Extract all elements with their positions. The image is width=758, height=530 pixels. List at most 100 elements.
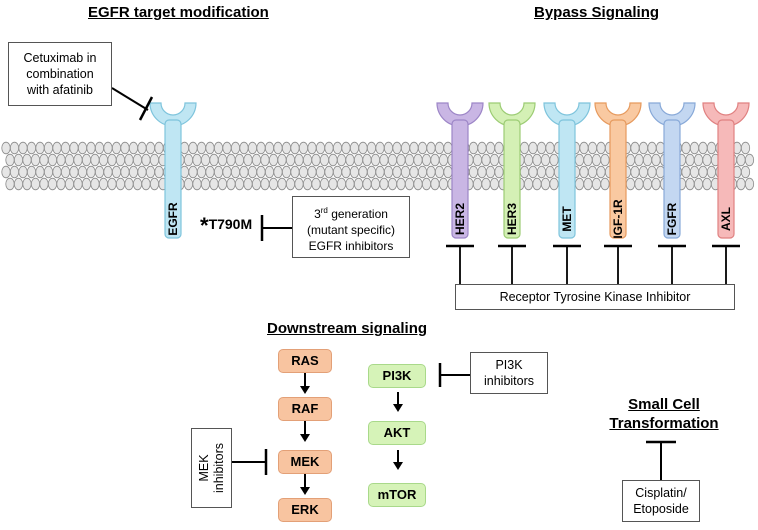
lipid-head [111, 165, 122, 179]
third-gen-sup: rd [320, 206, 328, 215]
lipid-head [188, 141, 198, 155]
lipid-head [413, 153, 423, 167]
lipid-head [145, 141, 156, 155]
lipid-head [98, 177, 109, 191]
lipid-head [689, 165, 700, 179]
egfr-stem [164, 119, 182, 239]
lipid-head [647, 141, 657, 155]
lipid-head [698, 141, 708, 155]
lipid-head [362, 177, 372, 191]
pi3k-inhibitors-box: PI3K inhibitors [470, 352, 548, 394]
lipid-head [532, 177, 542, 191]
lipid-head [192, 153, 202, 167]
title-small-cell-transformation: Small Cell Transformation [604, 396, 724, 432]
lipid-head [328, 177, 338, 191]
lipid-head [311, 177, 321, 191]
lipid-head [549, 153, 559, 167]
lipid-head [5, 177, 15, 191]
lipid-head [132, 153, 143, 167]
lipid-head [137, 165, 147, 179]
lipid-head [404, 177, 415, 191]
lipid-head [226, 153, 236, 167]
egfr-receptor [149, 102, 197, 239]
rtki-inhibition-lines [446, 244, 740, 284]
lipid-head [409, 165, 419, 179]
lipid-head [73, 153, 83, 167]
lipid-head [90, 177, 100, 191]
lipid-head [536, 165, 547, 179]
mek-inh-line1: MEK [196, 454, 211, 482]
pi3k-inh-line2: inhibitors [483, 374, 535, 388]
lipid-head [200, 177, 211, 191]
lipid-head [217, 177, 228, 191]
lipid-head [536, 141, 547, 155]
lipid-head [523, 153, 534, 167]
lipid-head [396, 177, 406, 191]
lipid-head [18, 141, 28, 155]
lipid-head [30, 177, 41, 191]
lipid-head [205, 165, 215, 179]
lipid-head [43, 165, 54, 179]
lipid-head [294, 177, 304, 191]
cisplatin-line2: Etoposide [633, 502, 689, 516]
mek-inh-line2: inhibitors [211, 442, 226, 494]
mek-node: MEK [278, 450, 332, 474]
lipid-head [587, 141, 598, 155]
cetuximab-line2: combination [26, 67, 94, 81]
lipid-head [90, 153, 100, 167]
lipid-head [256, 141, 266, 155]
lipid-head [13, 177, 24, 191]
lipid-head [290, 165, 300, 179]
cetuximab-inhibition-bar [138, 96, 154, 121]
title-bypass-signaling: Bypass Signaling [534, 4, 660, 21]
lipid-head [375, 165, 385, 179]
lipid-head [111, 141, 122, 155]
lipid-head [345, 177, 355, 191]
lipid-head [251, 153, 262, 167]
lipid-head [60, 141, 71, 155]
met-label: MET [560, 206, 574, 232]
cetuximab-box: Cetuximab in combination with afatinib [8, 42, 112, 106]
lipid-head [324, 165, 334, 179]
lipid-head [205, 141, 215, 155]
lipid-head [1, 165, 11, 179]
lipid-head [387, 153, 398, 167]
her3-stem [503, 119, 521, 239]
lipid-head [5, 153, 15, 167]
cell-membrane [1, 141, 755, 191]
lipid-head [319, 153, 330, 167]
lipid-head [366, 141, 377, 155]
rtki-box: Receptor Tyrosine Kinase Inhibitor [455, 284, 735, 310]
lipid-head [341, 165, 351, 179]
lipid-head [35, 165, 45, 179]
igf-1r-label: IGF-1R [611, 199, 625, 239]
met-head [543, 102, 591, 127]
lipid-head [13, 153, 24, 167]
lipid-head [77, 141, 88, 155]
met-stem [558, 119, 576, 239]
lipid-head [43, 141, 54, 155]
lipid-head [192, 177, 202, 191]
lipid-head [519, 141, 530, 155]
lipid-head [213, 165, 224, 179]
lipid-head [353, 177, 364, 191]
lipid-head [298, 165, 309, 179]
connector-lines [111, 87, 676, 495]
cisplatin-etoposide-box: Cisplatin/ Etoposide [622, 480, 700, 522]
axl-stem [717, 119, 735, 239]
third-gen-line2: (mutant specific) [306, 223, 396, 237]
lipid-head [222, 165, 232, 179]
lipid-head [18, 165, 28, 179]
lipid-head [324, 141, 334, 155]
lipid-head [239, 141, 249, 155]
lipid-head [392, 165, 402, 179]
lipid-head [630, 141, 640, 155]
lipid-head [358, 141, 368, 155]
lipid-head [107, 153, 117, 167]
lipid-head [706, 141, 717, 155]
lipid-head [528, 165, 538, 179]
lipid-head [579, 165, 589, 179]
lipid-head [379, 177, 389, 191]
lipid-head [430, 177, 440, 191]
lipid-head [345, 153, 355, 167]
